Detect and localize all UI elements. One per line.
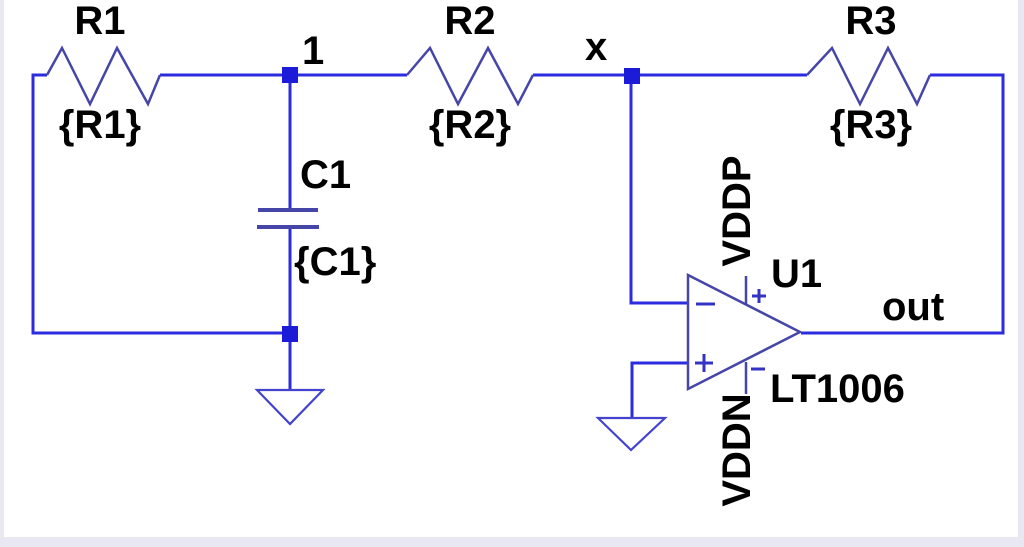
u1-model-label: LT1006 — [770, 367, 905, 411]
junction-nodex — [624, 68, 640, 84]
wire-r3-to-output — [801, 73, 1005, 335]
polarity-markers — [695, 289, 766, 372]
junction-bottom-node — [282, 326, 298, 342]
wire-noninverting-input — [630, 361, 687, 417]
wire-inverting-input — [629, 75, 687, 305]
supply-plus-marker — [752, 289, 766, 303]
net-label-output: out — [882, 285, 945, 329]
ground-icon — [254, 388, 326, 426]
wire-feedback-loop — [31, 73, 282, 335]
opamp-negative-supply-label: VDDN — [715, 393, 759, 507]
r2-value-label: {R2} — [428, 103, 512, 147]
c1-value-label: {C1} — [294, 240, 377, 284]
junction-dots — [282, 67, 640, 342]
net-label-nodex: x — [585, 25, 608, 69]
net-label-node1: 1 — [302, 29, 325, 73]
r3-value-label: {R3} — [829, 103, 913, 147]
ground-symbols — [254, 388, 668, 452]
opamp-positive-supply-label: VDDP — [715, 155, 759, 267]
noninverting-plus-marker — [695, 354, 713, 372]
r1-designator-label: R1 — [74, 0, 126, 43]
resistor-r1-symbol — [45, 45, 162, 107]
opamp-u1-body — [686, 272, 803, 392]
c1-designator-label: C1 — [300, 153, 352, 197]
r3-designator-label: R3 — [845, 0, 897, 43]
component-symbols — [45, 45, 932, 394]
ground-icon — [595, 416, 668, 452]
u1-designator-label: U1 — [771, 252, 823, 296]
r2-designator-label: R2 — [444, 0, 496, 43]
junction-node1 — [282, 67, 298, 83]
resistor-r3-symbol — [806, 45, 932, 107]
r1-value-label: {R1} — [58, 103, 142, 147]
capacitor-c1-symbol — [257, 208, 319, 229]
resistor-r2-symbol — [406, 45, 535, 107]
